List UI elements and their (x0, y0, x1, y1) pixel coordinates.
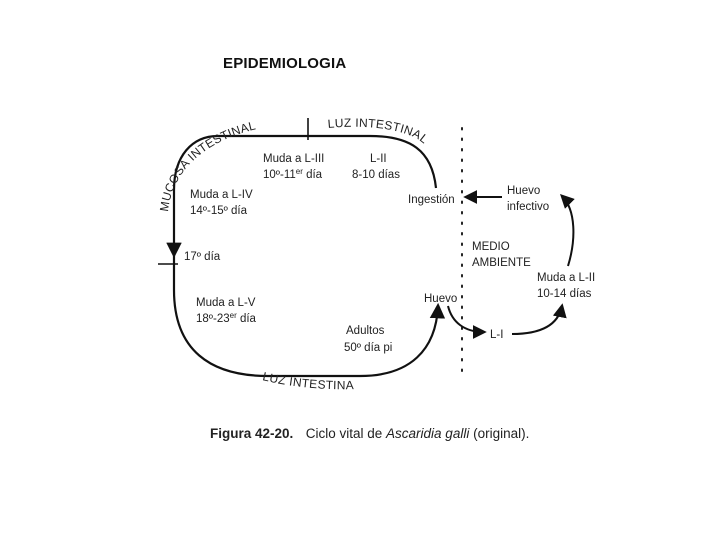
stage-huevo-infectivo: Huevo infectivo (507, 185, 549, 213)
svg-text:Figura 42-20. Ciclo vita: Figura 42-20. Ciclo vital de Ascaridia g… (210, 425, 529, 442)
svg-text:Muda a L-III: Muda a L-III (263, 153, 324, 165)
svg-text:MEDIO: MEDIO (472, 241, 510, 253)
label-medio-ambiente: MEDIO AMBIENTE (472, 241, 531, 269)
arrow-l1-to-l2 (511, 303, 567, 335)
host-cycle-loop-lower (172, 255, 446, 378)
stage-muda-l2-env: Muda a L-II 10-14 días (537, 272, 595, 300)
label-luz-intestinal-top: LUZ INTESTINAL (327, 116, 431, 147)
svg-text:AMBIENTE: AMBIENTE (472, 257, 531, 269)
figure-caption: Figura 42-20. Ciclo vital de Ascaridia g… (210, 425, 529, 442)
label-luz-intestinal-bottom: LUZ INTESTINAL (0, 0, 354, 392)
stage-adultos: Adultos 50º día pi (344, 325, 392, 354)
stage-muda-l3: Muda a L-III 10º-11er día (263, 153, 324, 181)
stage-l2-host: L-II 8-10 días (352, 153, 400, 181)
svg-text:50º día pi: 50º día pi (344, 342, 392, 354)
svg-text:Muda a L-IV: Muda a L-IV (190, 189, 253, 201)
stage-l1: L-I (490, 329, 503, 341)
svg-text:10-14 días: 10-14 días (537, 288, 592, 300)
svg-text:14º-15º día: 14º-15º día (190, 205, 248, 217)
svg-text:18º-23er día: 18º-23er día (196, 311, 257, 325)
stage-ingestion: Ingestión (408, 194, 455, 206)
svg-text:8-10 días: 8-10 días (352, 169, 400, 181)
svg-text:Adultos: Adultos (346, 325, 385, 337)
svg-text:L-II: L-II (370, 153, 387, 165)
host-cycle-loop (166, 134, 438, 259)
stage-muda-l4: Muda a L-IV 14º-15º día (190, 189, 253, 217)
stage-muda-l5: Muda a L-V 18º-23er día (196, 297, 257, 325)
svg-text:10º-11er día: 10º-11er día (263, 167, 323, 181)
arrow-huevo-to-l1 (447, 305, 487, 339)
svg-text:Muda a L-V: Muda a L-V (196, 297, 256, 309)
stage-day-17: 17º día (184, 251, 221, 263)
arrow-l2-to-huevo-infectivo (560, 194, 575, 267)
svg-text:Muda a L-II: Muda a L-II (537, 272, 595, 284)
svg-text:infectivo: infectivo (507, 201, 549, 213)
page-title: EPIDEMIOLOGIA (223, 55, 347, 72)
stage-huevo: Huevo (424, 293, 457, 305)
svg-text:Huevo: Huevo (507, 185, 540, 197)
